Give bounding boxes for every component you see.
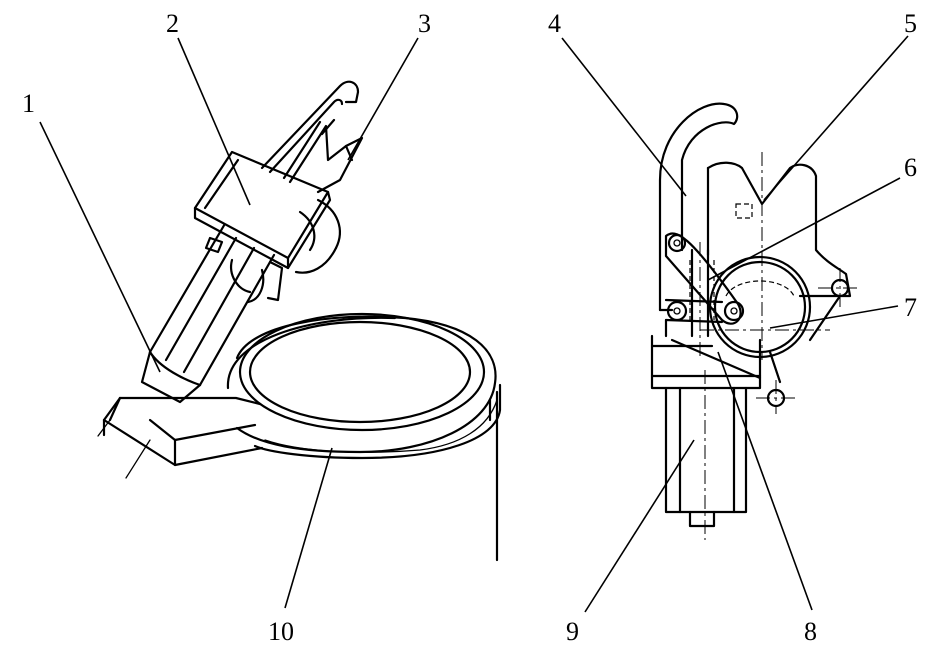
housing-block [193,150,341,274]
label-7: 7 [904,293,917,322]
label-8: 8 [804,617,817,646]
leader-lines [39,35,909,613]
label-1: 1 [22,89,35,118]
main-body [140,220,284,404]
lever-handle [658,102,739,312]
label-3: 3 [418,9,431,38]
bracket-arm [102,396,264,467]
right-side-view [650,102,860,540]
gearbox-block [650,242,762,390]
label-2: 2 [166,9,179,38]
base-plate [226,312,502,562]
left-perspective-view [97,80,502,562]
pulley-wheel [700,255,860,414]
label-10: 10 [268,617,294,646]
label-4: 4 [548,9,561,38]
claw-jaw [260,80,364,194]
motor-body [664,370,748,540]
jaw-plate [706,152,852,360]
label-6: 6 [904,153,917,182]
link-bar [664,232,745,325]
label-9: 9 [566,617,579,646]
label-5: 5 [904,9,917,38]
part-number-labels: 1 2 3 4 5 6 7 8 9 10 [22,9,917,646]
